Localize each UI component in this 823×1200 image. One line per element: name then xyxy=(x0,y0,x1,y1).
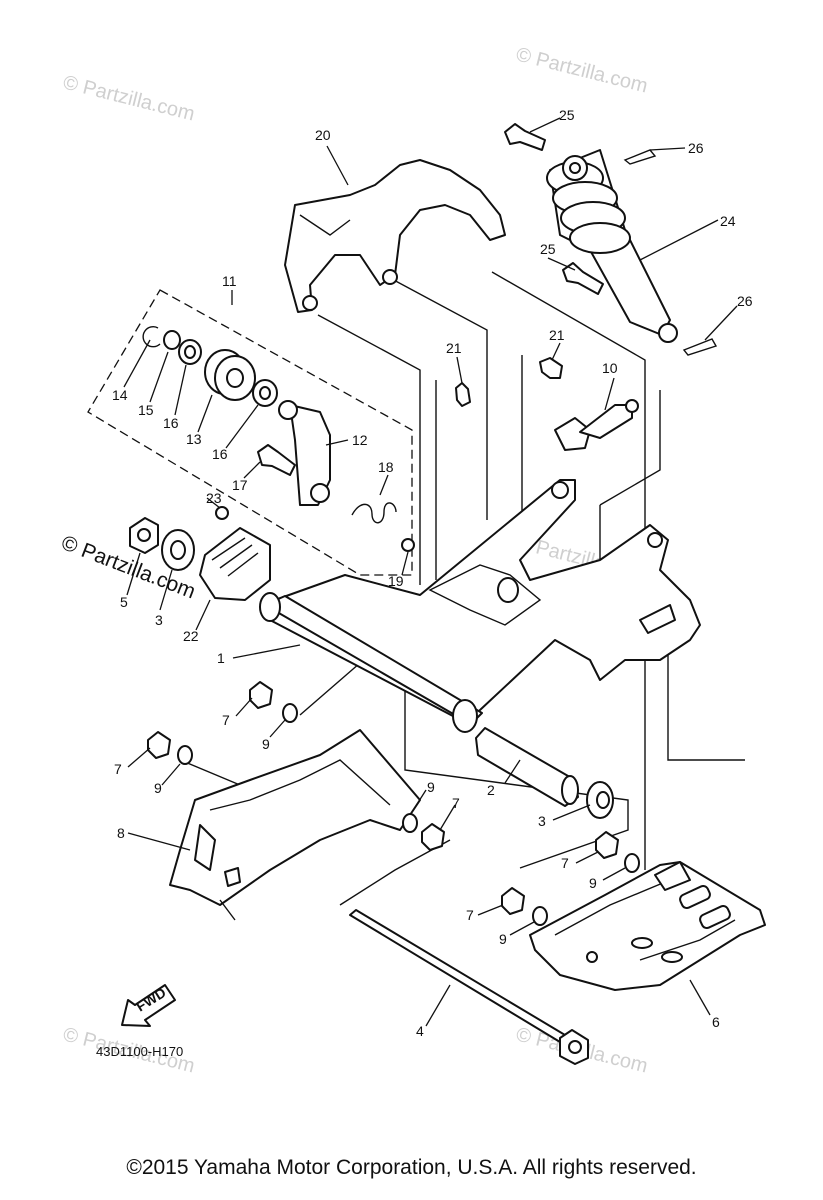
callout-17: 17 xyxy=(232,477,248,493)
part-bushing-3a xyxy=(161,529,195,571)
callout-11: 11 xyxy=(222,273,237,289)
part-bolts-25 xyxy=(504,123,604,295)
callout-8: 8 xyxy=(117,825,125,841)
callout-7c: 7 xyxy=(452,795,460,811)
callout-7e: 7 xyxy=(466,907,474,923)
part-guard-20 xyxy=(284,159,506,313)
fwd-arrow-icon: FWD xyxy=(121,984,176,1027)
watermark-top-left: © Partzilla.com xyxy=(61,72,197,126)
callout-4: 4 xyxy=(416,1023,424,1039)
callout-26a: 26 xyxy=(688,140,704,156)
callout-1: 1 xyxy=(217,650,225,666)
callout-22: 22 xyxy=(183,628,199,644)
callout-9b: 9 xyxy=(154,780,162,796)
callout-24: 24 xyxy=(720,213,736,229)
callout-15: 15 xyxy=(138,402,154,418)
washer-15 xyxy=(163,330,181,350)
callout-7d: 7 xyxy=(561,855,569,871)
part-bushing-3b xyxy=(586,781,614,819)
watermark-top-right: © Partzilla.com xyxy=(514,44,650,98)
part-bolts-21 xyxy=(455,357,563,407)
part-skid-plate-6 xyxy=(529,861,766,991)
callout-9a: 9 xyxy=(262,736,270,752)
callout-14: 14 xyxy=(112,387,128,403)
part-shock-absorber-24 xyxy=(546,149,678,343)
part-pivot-shaft-2 xyxy=(475,727,579,807)
kit-parts-11 xyxy=(142,326,415,552)
figure-code: 43D1100-H170 xyxy=(96,1044,184,1059)
bolt-17 xyxy=(257,444,296,476)
part-nut-5 xyxy=(129,517,159,554)
callout-9d: 9 xyxy=(589,875,597,891)
kit-outline-11 xyxy=(87,289,413,576)
callout-10: 10 xyxy=(602,360,618,376)
part-slider-22 xyxy=(199,527,271,601)
callout-20: 20 xyxy=(315,127,331,143)
callout-3b: 3 xyxy=(538,813,546,829)
callout-18: 18 xyxy=(378,459,394,475)
part-washers-9 xyxy=(177,703,640,926)
callout-6: 6 xyxy=(712,1014,720,1030)
circlip-14 xyxy=(142,326,161,348)
callout-21a: 21 xyxy=(446,340,462,356)
callout-26b: 26 xyxy=(737,293,753,309)
callout-16a: 16 xyxy=(163,415,179,431)
callout-12: 12 xyxy=(352,432,368,448)
part-cotter-pins-26 xyxy=(623,149,718,356)
assembly-lines xyxy=(184,271,745,906)
callout-7a: 7 xyxy=(222,712,230,728)
callout-3a: 3 xyxy=(155,612,163,628)
part-rear-arm-1 xyxy=(259,479,701,733)
copyright-notice: ©2015 Yamaha Motor Corporation, U.S.A. A… xyxy=(126,1156,697,1179)
callout-23: 23 xyxy=(206,490,222,506)
callout-7b: 7 xyxy=(114,761,122,777)
callout-5: 5 xyxy=(120,594,128,610)
callout-21b: 21 xyxy=(549,327,565,343)
callout-2: 2 xyxy=(487,782,495,798)
callout-9e: 9 xyxy=(499,931,507,947)
callout-9c: 9 xyxy=(427,779,435,795)
callout-25b: 25 xyxy=(540,241,556,257)
part-guard-8 xyxy=(169,729,421,921)
callout-25a: 25 xyxy=(559,107,575,123)
callout-13: 13 xyxy=(186,431,202,447)
spring-18 xyxy=(351,502,397,524)
callout-19: 19 xyxy=(388,573,404,589)
callout-16b: 16 xyxy=(212,446,228,462)
part-long-bolt-4 xyxy=(349,909,589,1065)
part-adjuster-10 xyxy=(554,399,639,451)
washer-19 xyxy=(401,538,415,552)
callout-labels: 20 25 26 24 25 26 11 14 15 16 13 16 12 1… xyxy=(112,107,753,1039)
part-screw-23 xyxy=(215,506,229,520)
part-bolts-7 xyxy=(147,681,619,915)
leader-lines xyxy=(123,117,738,1027)
